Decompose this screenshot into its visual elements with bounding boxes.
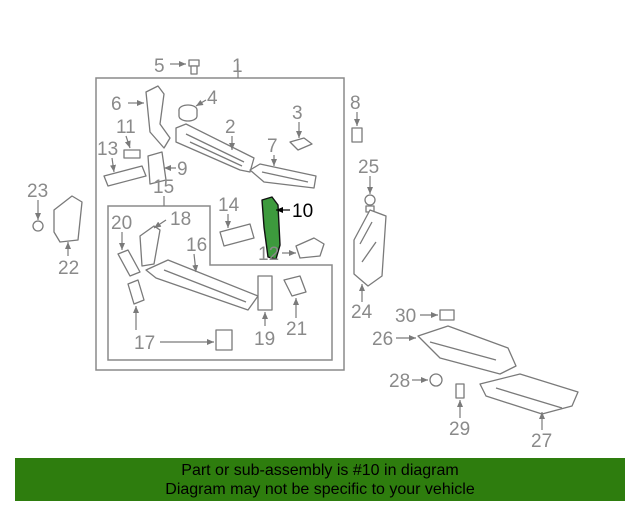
part-27-undercover bbox=[479, 373, 579, 415]
callout-8: 8 bbox=[350, 93, 361, 114]
callout-7: 7 bbox=[267, 136, 278, 157]
sub-assembly-15-box bbox=[107, 205, 333, 361]
callout-29: 29 bbox=[449, 419, 470, 440]
leader-16 bbox=[192, 253, 199, 273]
callout-11: 11 bbox=[116, 117, 136, 138]
callout-28: 28 bbox=[389, 371, 410, 392]
callout-26: 26 bbox=[372, 329, 393, 350]
assembly-1-box bbox=[95, 77, 345, 371]
leader-11 bbox=[124, 135, 131, 149]
part-2-support bbox=[175, 123, 255, 173]
callout-15: 15 bbox=[153, 177, 174, 198]
callout-27: 27 bbox=[531, 431, 552, 452]
callout-24: 24 bbox=[351, 302, 373, 323]
part-24-plate bbox=[353, 209, 387, 287]
part-19-bracket bbox=[257, 275, 273, 311]
callout-3: 3 bbox=[292, 103, 303, 124]
part-8-clip bbox=[351, 127, 363, 143]
callout-22: 22 bbox=[58, 258, 79, 279]
callout-9: 9 bbox=[177, 159, 188, 180]
part-18-bracket bbox=[139, 225, 161, 267]
callout-10: 10 bbox=[292, 201, 313, 222]
banner-line-1: Part or sub-assembly is #10 in diagram bbox=[181, 462, 459, 479]
callout-23: 23 bbox=[27, 181, 48, 202]
callout-5: 5 bbox=[154, 56, 165, 77]
part-29-bolt bbox=[455, 383, 465, 399]
part-5-bolt bbox=[188, 59, 200, 75]
banner-line-2: Diagram may not be specific to your vehi… bbox=[165, 481, 475, 498]
callout-1: 1 bbox=[232, 56, 243, 77]
part-28-bolt bbox=[429, 373, 443, 387]
part-17-bracket bbox=[127, 279, 233, 351]
leader-18 bbox=[153, 219, 167, 229]
part-23-bolt bbox=[32, 220, 44, 232]
part-16-absorber bbox=[145, 259, 259, 311]
callout-13: 13 bbox=[97, 139, 118, 160]
part-30-clip bbox=[439, 309, 455, 321]
callout-2: 2 bbox=[225, 117, 236, 138]
part-11-clip bbox=[123, 149, 141, 159]
part-22-plate bbox=[53, 195, 83, 243]
callout-12: 12 bbox=[258, 244, 279, 265]
part-9-bracket bbox=[147, 151, 167, 185]
callout-25: 25 bbox=[358, 157, 379, 178]
callout-19: 19 bbox=[254, 329, 275, 350]
callout-6: 6 bbox=[111, 94, 122, 115]
part-20-bracket bbox=[117, 249, 141, 277]
callout-16: 16 bbox=[186, 235, 207, 256]
callout-30: 30 bbox=[395, 306, 416, 327]
info-banner: Part or sub-assembly is #10 in diagram D… bbox=[15, 458, 625, 501]
part-21-bracket bbox=[283, 275, 307, 297]
leader-13 bbox=[110, 157, 116, 173]
part-13-bracket bbox=[103, 165, 147, 187]
callout-17: 17 bbox=[134, 333, 155, 354]
part-7-support bbox=[249, 163, 317, 189]
leader-4 bbox=[195, 99, 207, 107]
part-4-clip bbox=[178, 104, 198, 122]
part-14-bracket bbox=[219, 223, 255, 247]
part-26-undercover bbox=[417, 325, 517, 375]
part-12-bracket bbox=[295, 237, 325, 259]
callout-21: 21 bbox=[286, 319, 307, 340]
callout-20: 20 bbox=[111, 213, 132, 234]
part-10-bracket-highlighted bbox=[261, 196, 281, 260]
part-3-bracket bbox=[289, 137, 313, 151]
callout-18: 18 bbox=[170, 209, 191, 230]
part-6-bracket bbox=[145, 85, 171, 149]
parts-diagram: 1 2 3 4 5 6 7 8 9 10 11 12 13 14 15 16 1… bbox=[27, 56, 579, 452]
callout-14: 14 bbox=[218, 195, 240, 216]
callout-4: 4 bbox=[207, 88, 218, 109]
